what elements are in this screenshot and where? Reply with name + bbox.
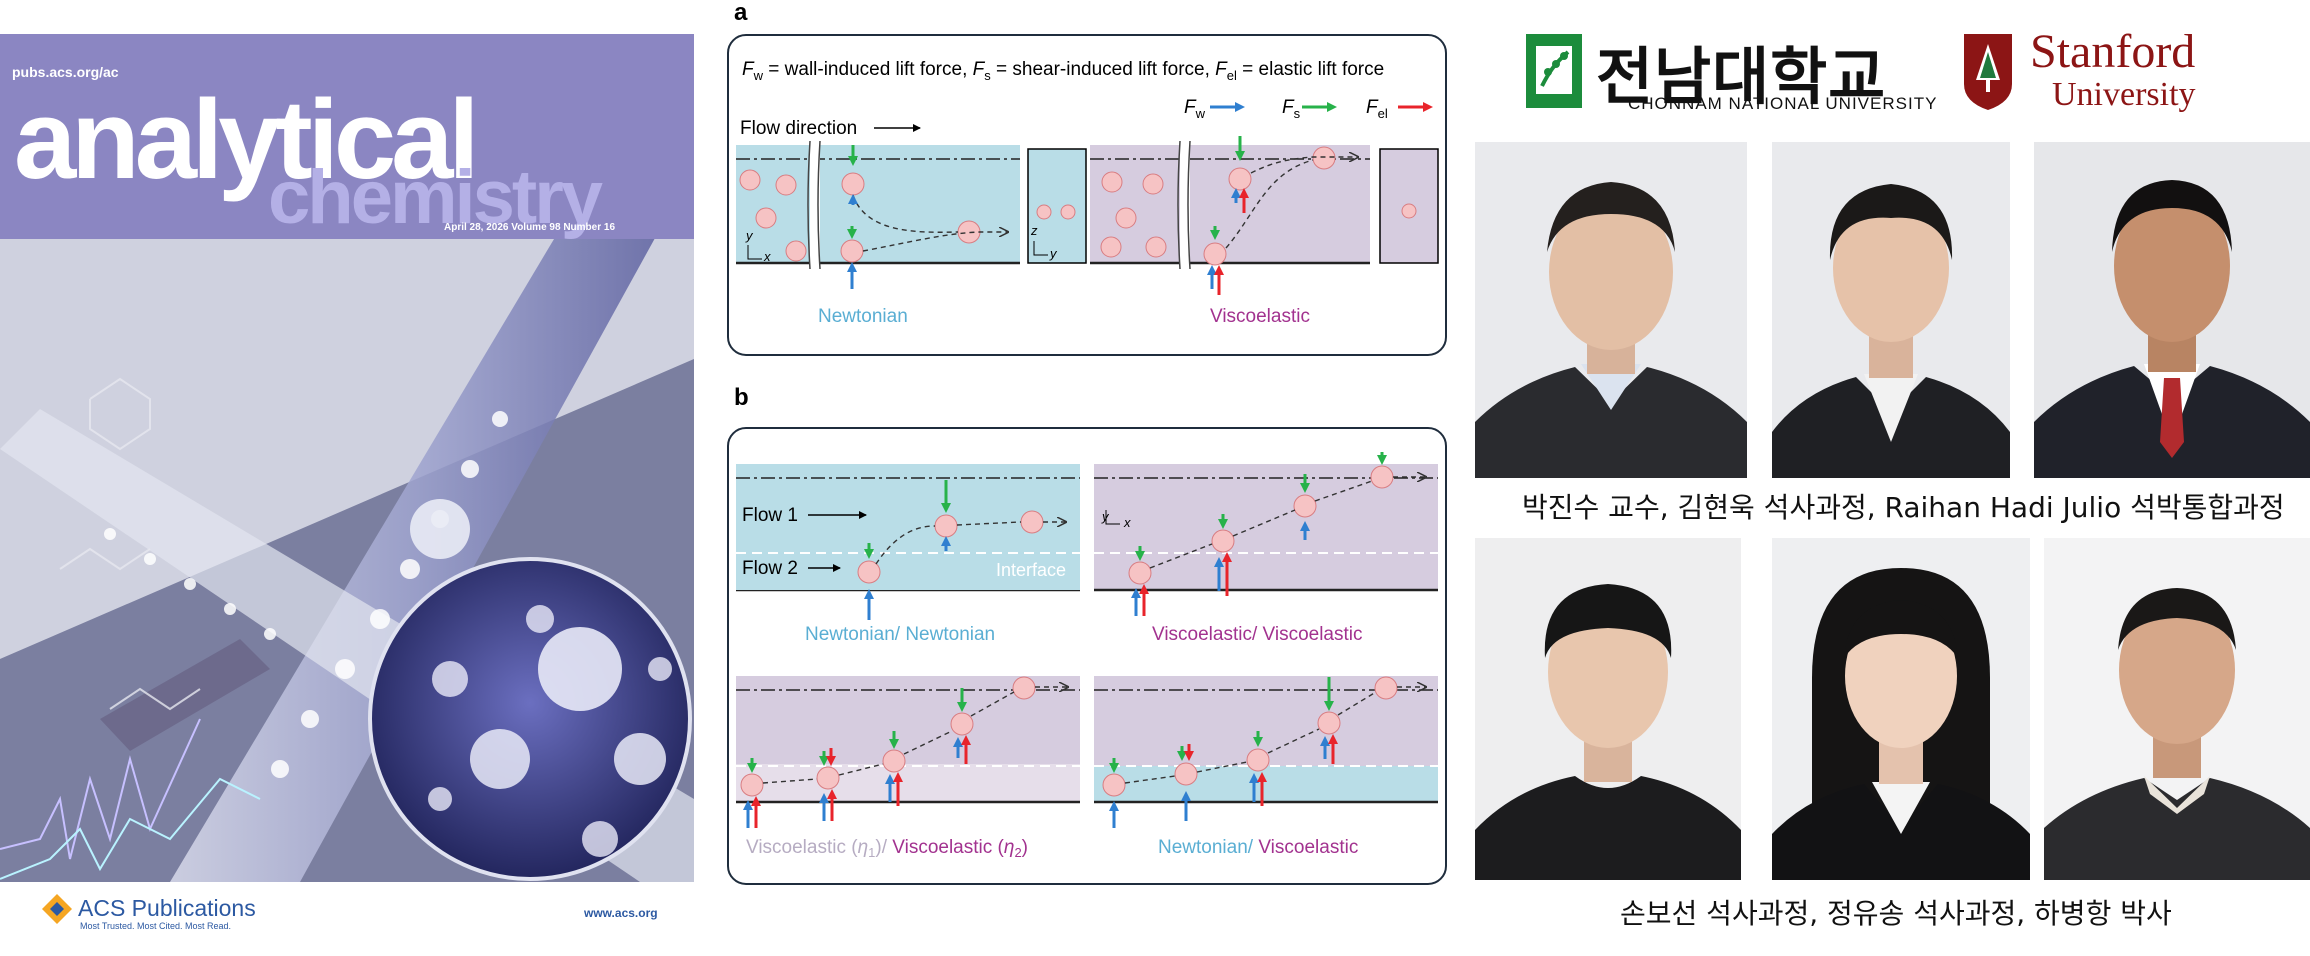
caption-row-1: 박진수 교수, 김현욱 석사과정, Raihan Hadi Julio 석박통합… xyxy=(1522,491,2285,524)
svg-text:x: x xyxy=(1123,515,1131,530)
cover-artwork xyxy=(0,239,694,882)
svg-text:y: y xyxy=(1049,246,1058,261)
svg-text:Fs: Fs xyxy=(1282,97,1301,121)
person-photo-6 xyxy=(2044,538,2310,880)
journal-cover: pubs.acs.org/ac analytical chemistry Apr… xyxy=(0,34,694,882)
svg-text:Interface: Interface xyxy=(996,560,1066,580)
subpanel-viscoelastic-eta: Viscoelastic (η1)/ Viscoelastic (η2) xyxy=(736,676,1080,860)
caption-newtonian-viscoelastic: Newtonian/ Viscoelastic xyxy=(1158,837,1358,858)
cover-footer: ACS Publications Most Trusted. Most Cite… xyxy=(0,882,694,956)
person-photo-3 xyxy=(2034,142,2310,478)
flow-direction-label: Flow direction xyxy=(740,118,857,139)
viscoelastic-label: Viscoelastic xyxy=(1210,306,1310,327)
caption-row-2: 손보선 석사과정, 정유송 석사과정, 하병항 박사 xyxy=(1620,897,2172,930)
publisher-name: ACS Publications xyxy=(78,895,256,921)
cover-url: pubs.acs.org/ac xyxy=(12,64,119,80)
stanford-logo-icon xyxy=(1964,34,2012,110)
publisher-website[interactable]: www.acs.org xyxy=(584,906,658,920)
force-definition-text: Fw = wall-induced lift force, Fs = shear… xyxy=(742,59,1384,83)
newtonian-label: Newtonian xyxy=(818,306,908,327)
cover-title-line1: analytical xyxy=(14,77,480,202)
svg-text:Fw: Fw xyxy=(1184,97,1206,121)
svg-text:Fel: Fel xyxy=(1366,97,1388,121)
person-photo-5 xyxy=(1772,538,2030,880)
caption-newtonian-newtonian: Newtonian/ Newtonian xyxy=(805,624,995,645)
svg-text:z: z xyxy=(1030,223,1038,238)
newtonian-cross-section: z y xyxy=(1027,148,1087,264)
svg-text:y: y xyxy=(745,228,754,243)
cover-issue-info: April 28, 2026 Volume 98 Number 16 xyxy=(444,222,616,233)
subpanel-newtonian-viscoelastic: Newtonian/ Viscoelastic xyxy=(1094,676,1438,858)
person-photo-1 xyxy=(1475,142,1747,478)
svg-text:x: x xyxy=(763,249,771,264)
chonnam-english-name: CHONNAM NATIONAL UNIVERSITY xyxy=(1628,94,1938,113)
newtonian-channel: y x xyxy=(736,140,1020,289)
panel-a-label: a xyxy=(734,0,748,26)
subpanel-viscoelastic-viscoelastic: y x Viscoelastic/ Viscoelastic xyxy=(1094,452,1438,645)
figure-panel-b: Flow 1 Flow 2 Interface Newtonian/ Newto… xyxy=(727,427,1447,885)
viscoelastic-cross-section xyxy=(1379,148,1439,264)
cover-title-band xyxy=(0,34,694,239)
chonnam-logo-icon xyxy=(1526,34,1582,108)
figure-panel-a: Fw = wall-induced lift force, Fs = shear… xyxy=(727,34,1447,356)
person-photo-2 xyxy=(1772,142,2010,478)
acs-logo-icon xyxy=(42,894,72,924)
chonnam-korean-name: 전남대학교 xyxy=(1596,40,1887,113)
person-photo-4 xyxy=(1475,538,1741,880)
caption-viscoelastic-eta: Viscoelastic (η1)/ Viscoelastic (η2) xyxy=(746,837,1028,860)
subpanel-newtonian-newtonian: Flow 1 Flow 2 Interface Newtonian/ Newto… xyxy=(736,464,1080,645)
publisher-tagline: Most Trusted. Most Cited. Most Read. xyxy=(80,921,232,931)
caption-viscoelastic-viscoelastic: Viscoelastic/ Viscoelastic xyxy=(1152,624,1363,645)
viscoelastic-channel xyxy=(1090,136,1370,295)
stanford-name-line2: University xyxy=(2052,76,2196,113)
svg-text:Flow 1: Flow 1 xyxy=(742,505,798,526)
svg-text:Flow 2: Flow 2 xyxy=(742,558,798,579)
cover-title-line2: chemistry xyxy=(268,155,603,240)
force-arrow-legend: Fw Fs Fel xyxy=(1184,97,1433,121)
panel-b-label: b xyxy=(734,384,749,411)
stanford-name-line1: Stanford xyxy=(2030,25,2196,78)
